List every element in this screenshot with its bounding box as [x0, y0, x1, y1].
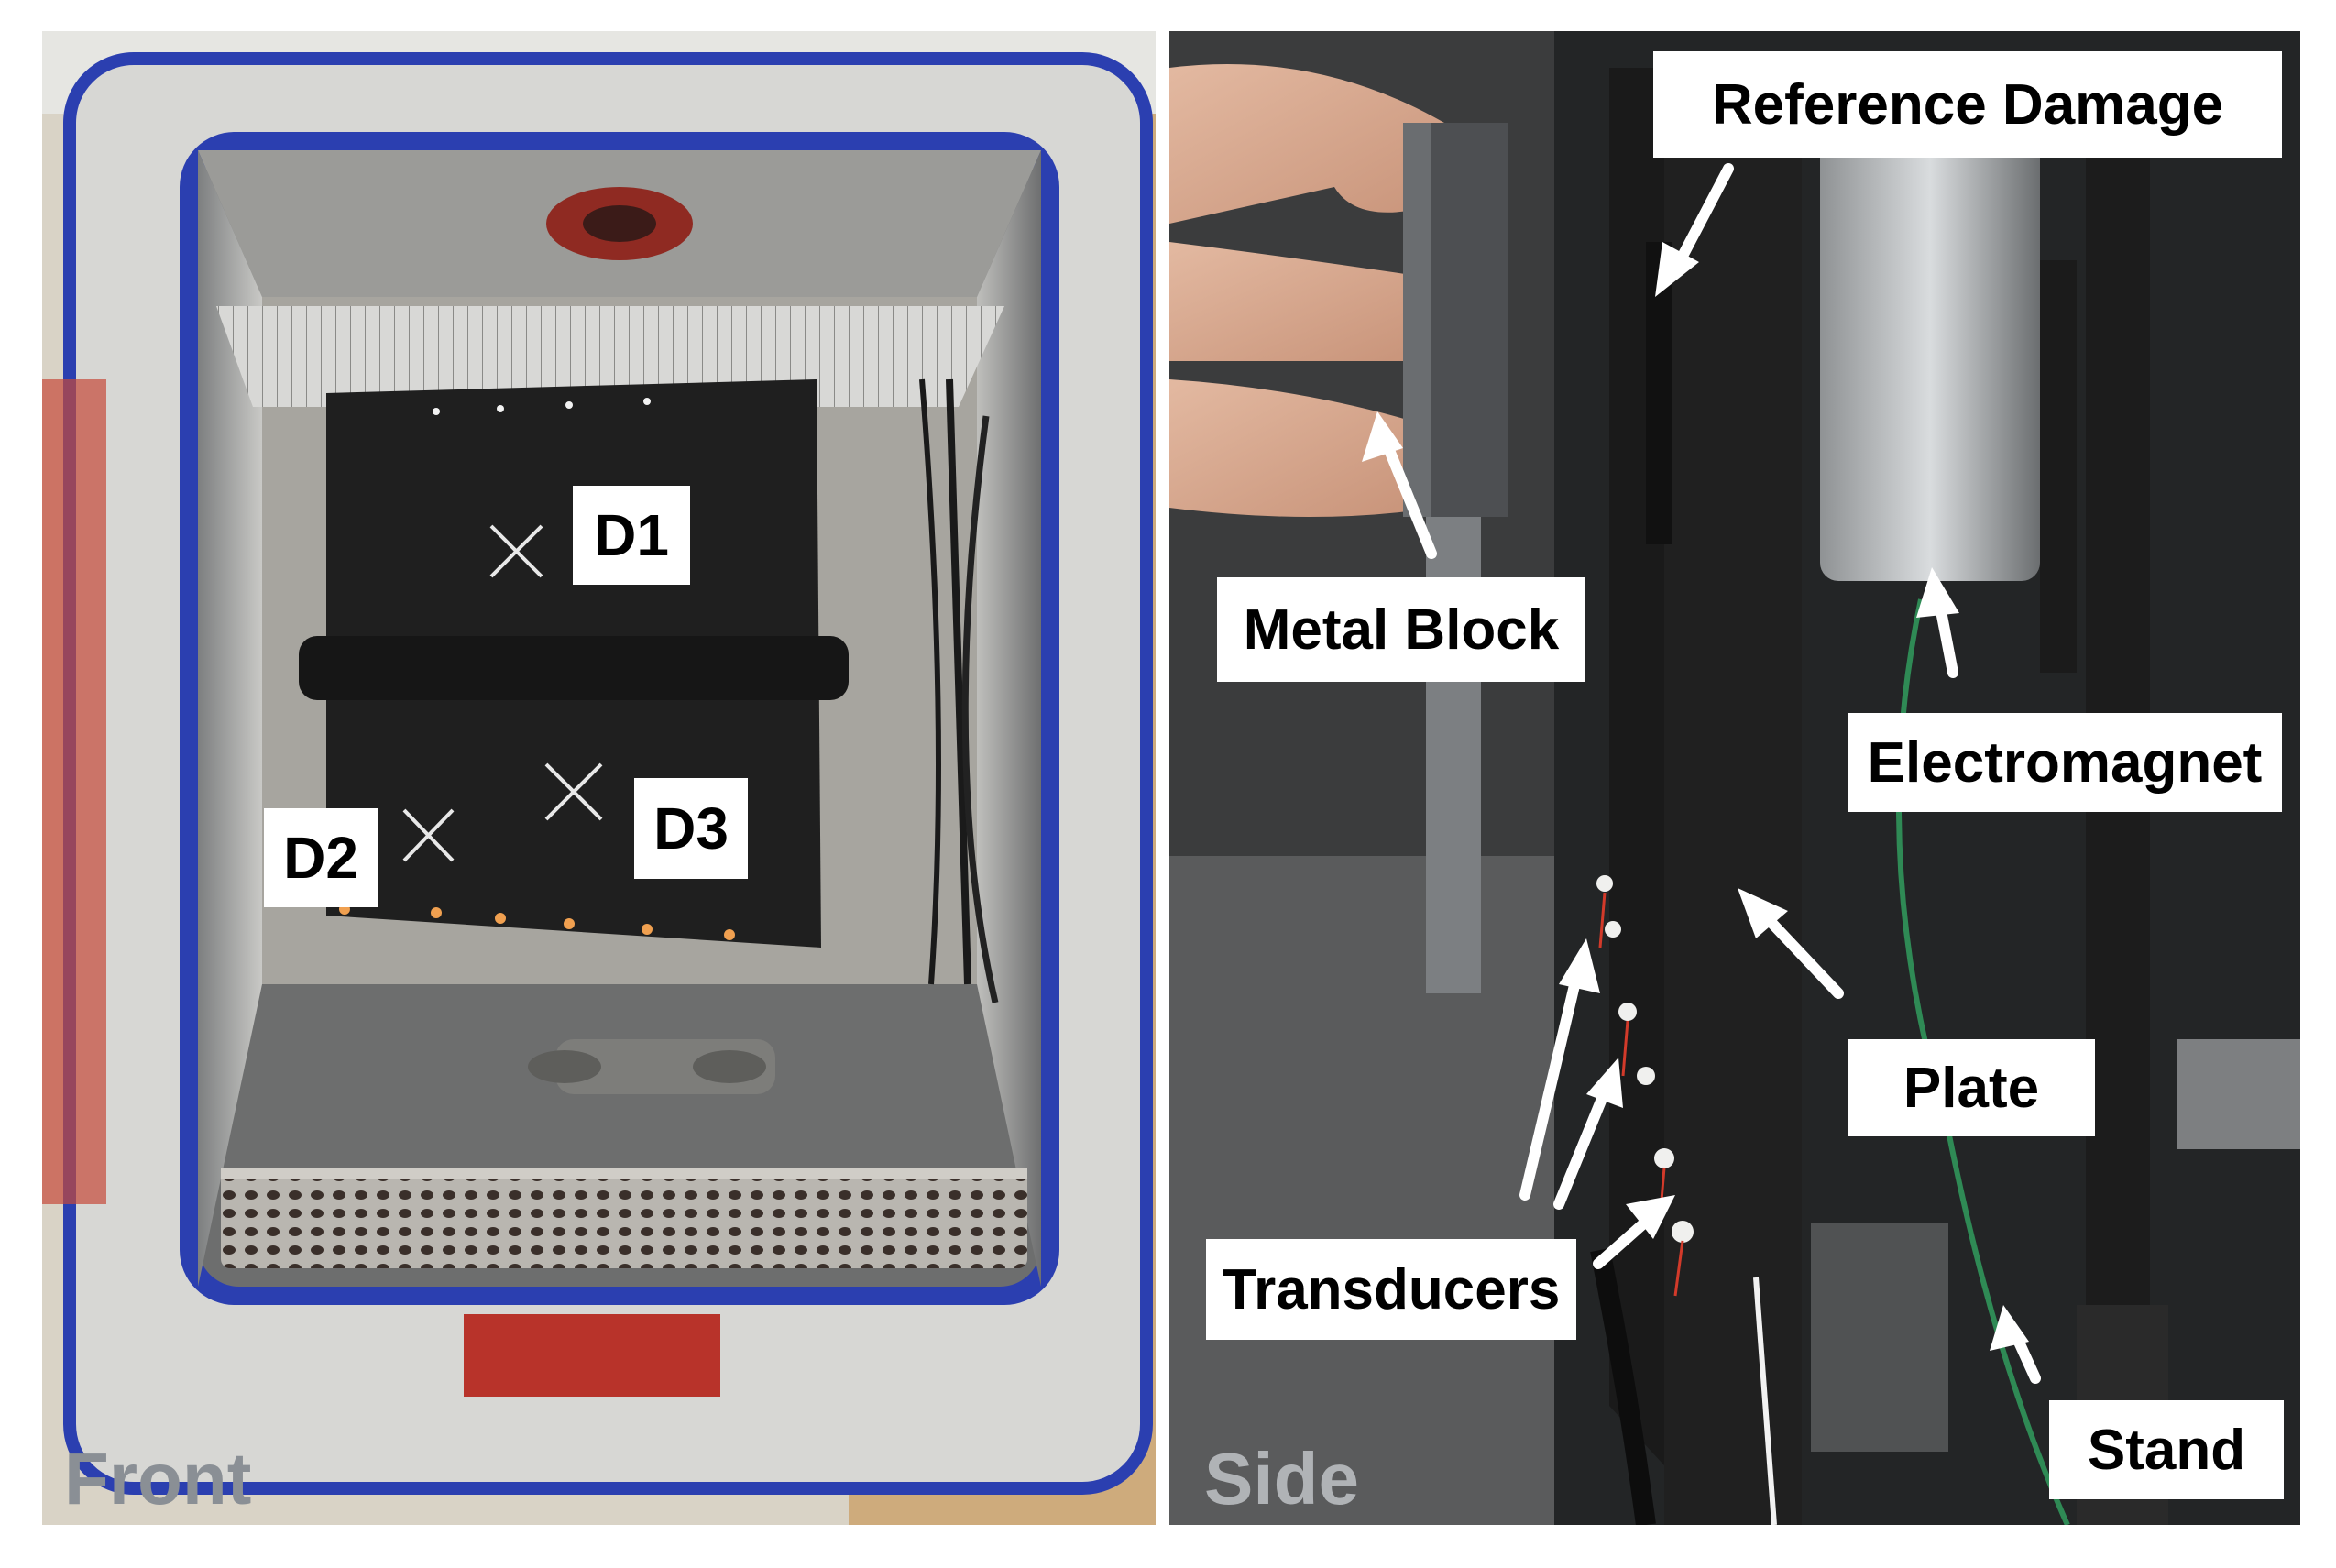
marker-d2-label: D2	[264, 808, 378, 907]
front-view-photo: D1 D2 D3 Front	[42, 31, 1156, 1525]
front-caption: Front	[64, 1438, 252, 1519]
callout-reference-damage: Reference Damage	[1653, 51, 2282, 158]
callout-transducers: Transducers	[1206, 1239, 1576, 1340]
marker-d1-label: D1	[573, 486, 690, 585]
callout-metal-block: Metal Block	[1217, 577, 1585, 682]
marker-d3-label: D3	[634, 778, 748, 879]
side-view-photo: Reference Damage Metal Block Electromagn…	[1169, 31, 2300, 1525]
callout-electromagnet: Electromagnet	[1848, 713, 2282, 812]
callout-plate: Plate	[1848, 1039, 2095, 1136]
front-chamber-scene	[42, 31, 1156, 1525]
side-caption: Side	[1204, 1438, 1359, 1519]
callout-stand: Stand	[2049, 1400, 2284, 1499]
